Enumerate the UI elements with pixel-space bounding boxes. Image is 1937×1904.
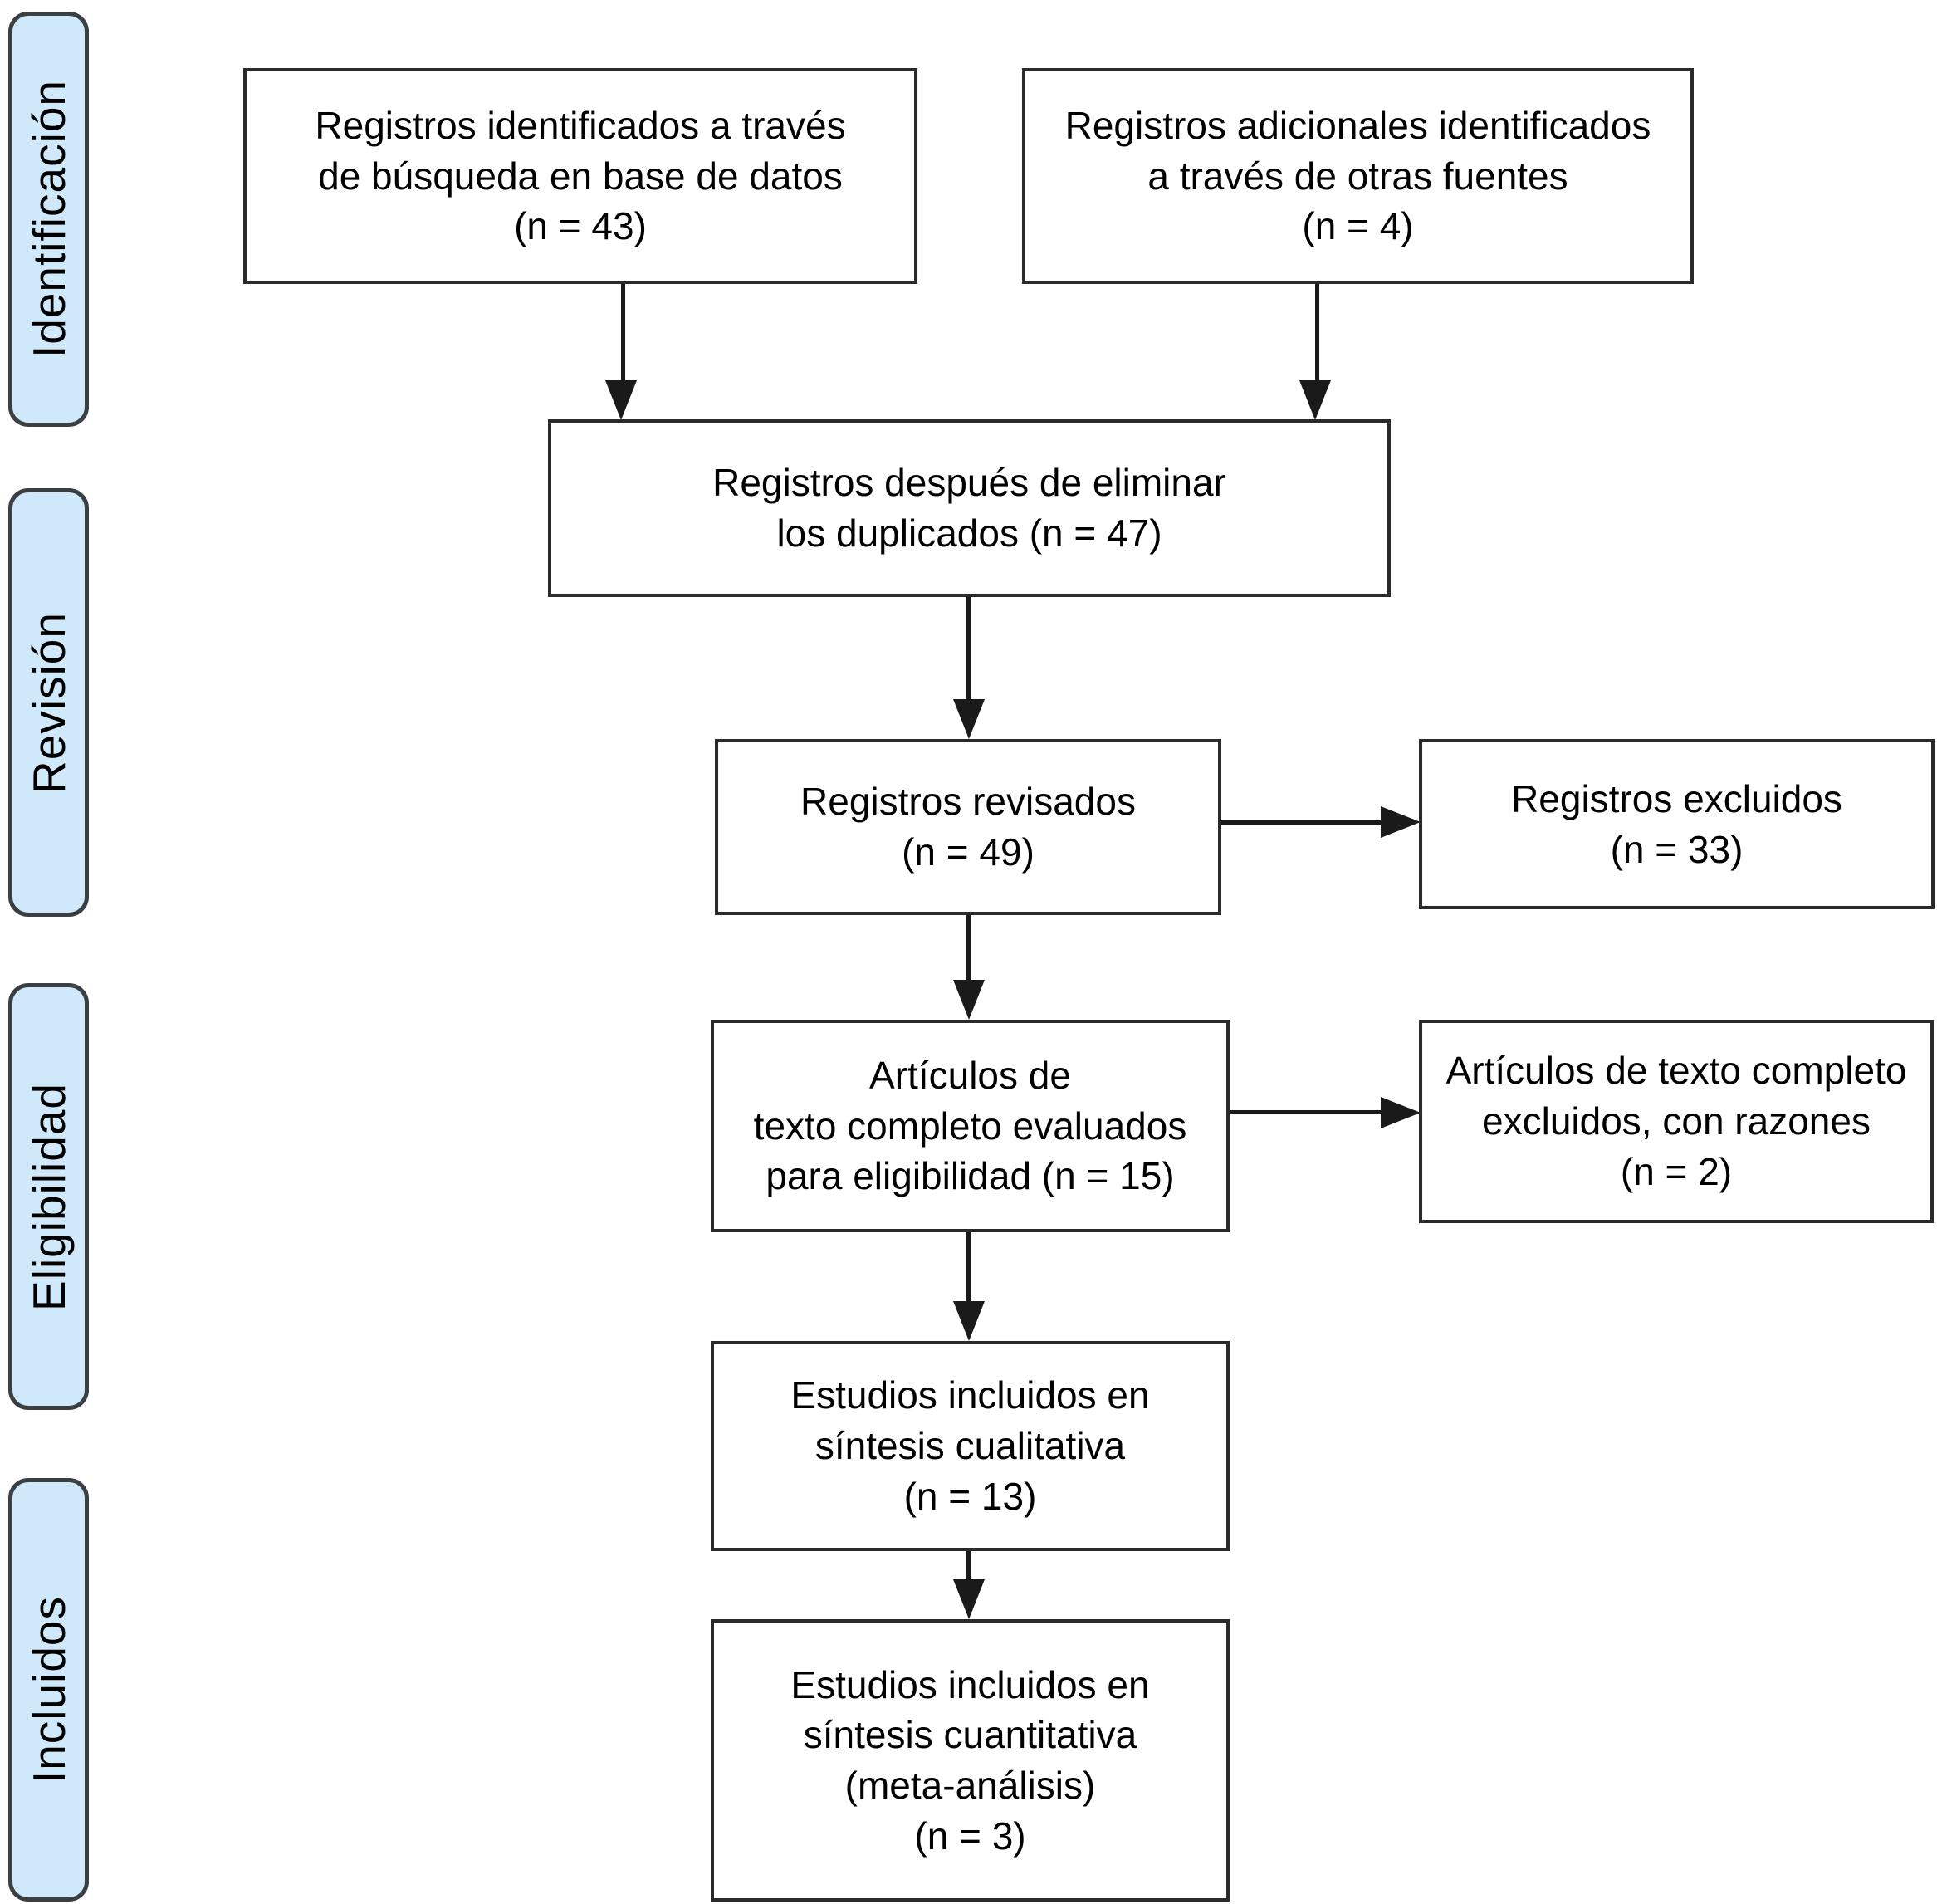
- box-line: Artículos de: [869, 1053, 1071, 1097]
- arrow-line-db-to-dedup: [621, 284, 625, 385]
- stage-pill-included: Incluidos: [8, 1478, 89, 1902]
- box-line: (n = 49): [902, 830, 1035, 874]
- box-line: Estudios incluidos en: [790, 1662, 1150, 1706]
- box-line: para eligibilidad (n = 15): [766, 1154, 1175, 1198]
- box-quantitative-synthesis: Estudios incluidos en síntesis cuantitat…: [711, 1619, 1230, 1902]
- box-qualitative-synthesis: Estudios incluidos en síntesis cualitati…: [711, 1341, 1230, 1551]
- box-line: de búsqueda en base de datos: [318, 154, 843, 198]
- box-records-screened: Registros revisados (n = 49): [715, 739, 1221, 915]
- arrowhead-right-icon: [1381, 806, 1421, 838]
- stage-label-eligibility: Eligibilidad: [22, 1082, 75, 1311]
- box-identified-other-sources: Registros adicionales identificados a tr…: [1022, 68, 1694, 284]
- box-line: Registros después de eliminar: [712, 461, 1226, 505]
- box-line: Artículos de texto completo: [1445, 1049, 1907, 1093]
- box-line: (n = 2): [1620, 1149, 1733, 1193]
- box-line: Registros excluidos: [1511, 776, 1842, 820]
- box-line: (n = 4): [1302, 204, 1414, 248]
- arrowhead-down-icon: [953, 1301, 985, 1341]
- stage-pill-eligibility: Eligibilidad: [8, 983, 89, 1410]
- box-line: síntesis cuantitativa: [803, 1713, 1137, 1757]
- box-line: Estudios incluidos en: [790, 1373, 1150, 1417]
- box-line: texto completo evaluados: [753, 1104, 1187, 1148]
- box-line: (n = 33): [1610, 827, 1744, 871]
- box-line: (n = 3): [914, 1813, 1026, 1858]
- box-line: (n = 13): [903, 1474, 1037, 1518]
- arrowhead-down-icon: [605, 380, 637, 420]
- box-identified-database: Registros identificados a través de búsq…: [243, 68, 917, 284]
- box-line: Registros adicionales identificados: [1064, 103, 1651, 147]
- stage-label-included: Incluidos: [22, 1595, 75, 1784]
- box-line: (meta-análisis): [844, 1764, 1096, 1807]
- box-line: a través de otras fuentes: [1147, 154, 1568, 198]
- arrow-line-qualitative-to-quantitative: [966, 1551, 971, 1584]
- arrowhead-down-icon: [953, 699, 985, 739]
- arrow-line-fulltext-to-excluded: [1230, 1110, 1384, 1114]
- box-line: síntesis cualitativa: [814, 1424, 1126, 1468]
- box-fulltext-assessed: Artículos de texto completo evaluados pa…: [711, 1020, 1230, 1232]
- box-line: Registros identificados a través: [315, 103, 846, 147]
- box-line: excluidos, con razones: [1482, 1099, 1871, 1143]
- box-line: los duplicados (n = 47): [776, 511, 1162, 555]
- arrowhead-down-icon: [953, 1579, 985, 1619]
- arrow-line-other-to-dedup: [1315, 284, 1319, 385]
- arrow-line-screened-to-excluded: [1221, 820, 1384, 825]
- arrowhead-down-icon: [1299, 380, 1331, 420]
- box-fulltext-excluded: Artículos de texto completo excluidos, c…: [1419, 1020, 1934, 1223]
- box-after-duplicates-removed: Registros después de eliminar los duplic…: [548, 419, 1391, 597]
- arrow-line-screened-to-fulltext: [966, 915, 971, 985]
- arrow-line-dedup-to-screened: [966, 597, 971, 702]
- stage-pill-screening: Revisión: [8, 488, 89, 917]
- stage-label-identification: Identificación: [22, 80, 75, 359]
- stage-label-screening: Revisión: [22, 611, 75, 794]
- arrowhead-right-icon: [1381, 1097, 1421, 1128]
- box-line: (n = 43): [514, 204, 647, 248]
- box-line: Registros revisados: [800, 780, 1136, 824]
- arrow-line-fulltext-to-qualitative: [966, 1232, 971, 1305]
- stage-pill-identification: Identificación: [8, 12, 89, 427]
- box-records-excluded: Registros excluidos (n = 33): [1419, 739, 1935, 909]
- arrowhead-down-icon: [953, 980, 985, 1020]
